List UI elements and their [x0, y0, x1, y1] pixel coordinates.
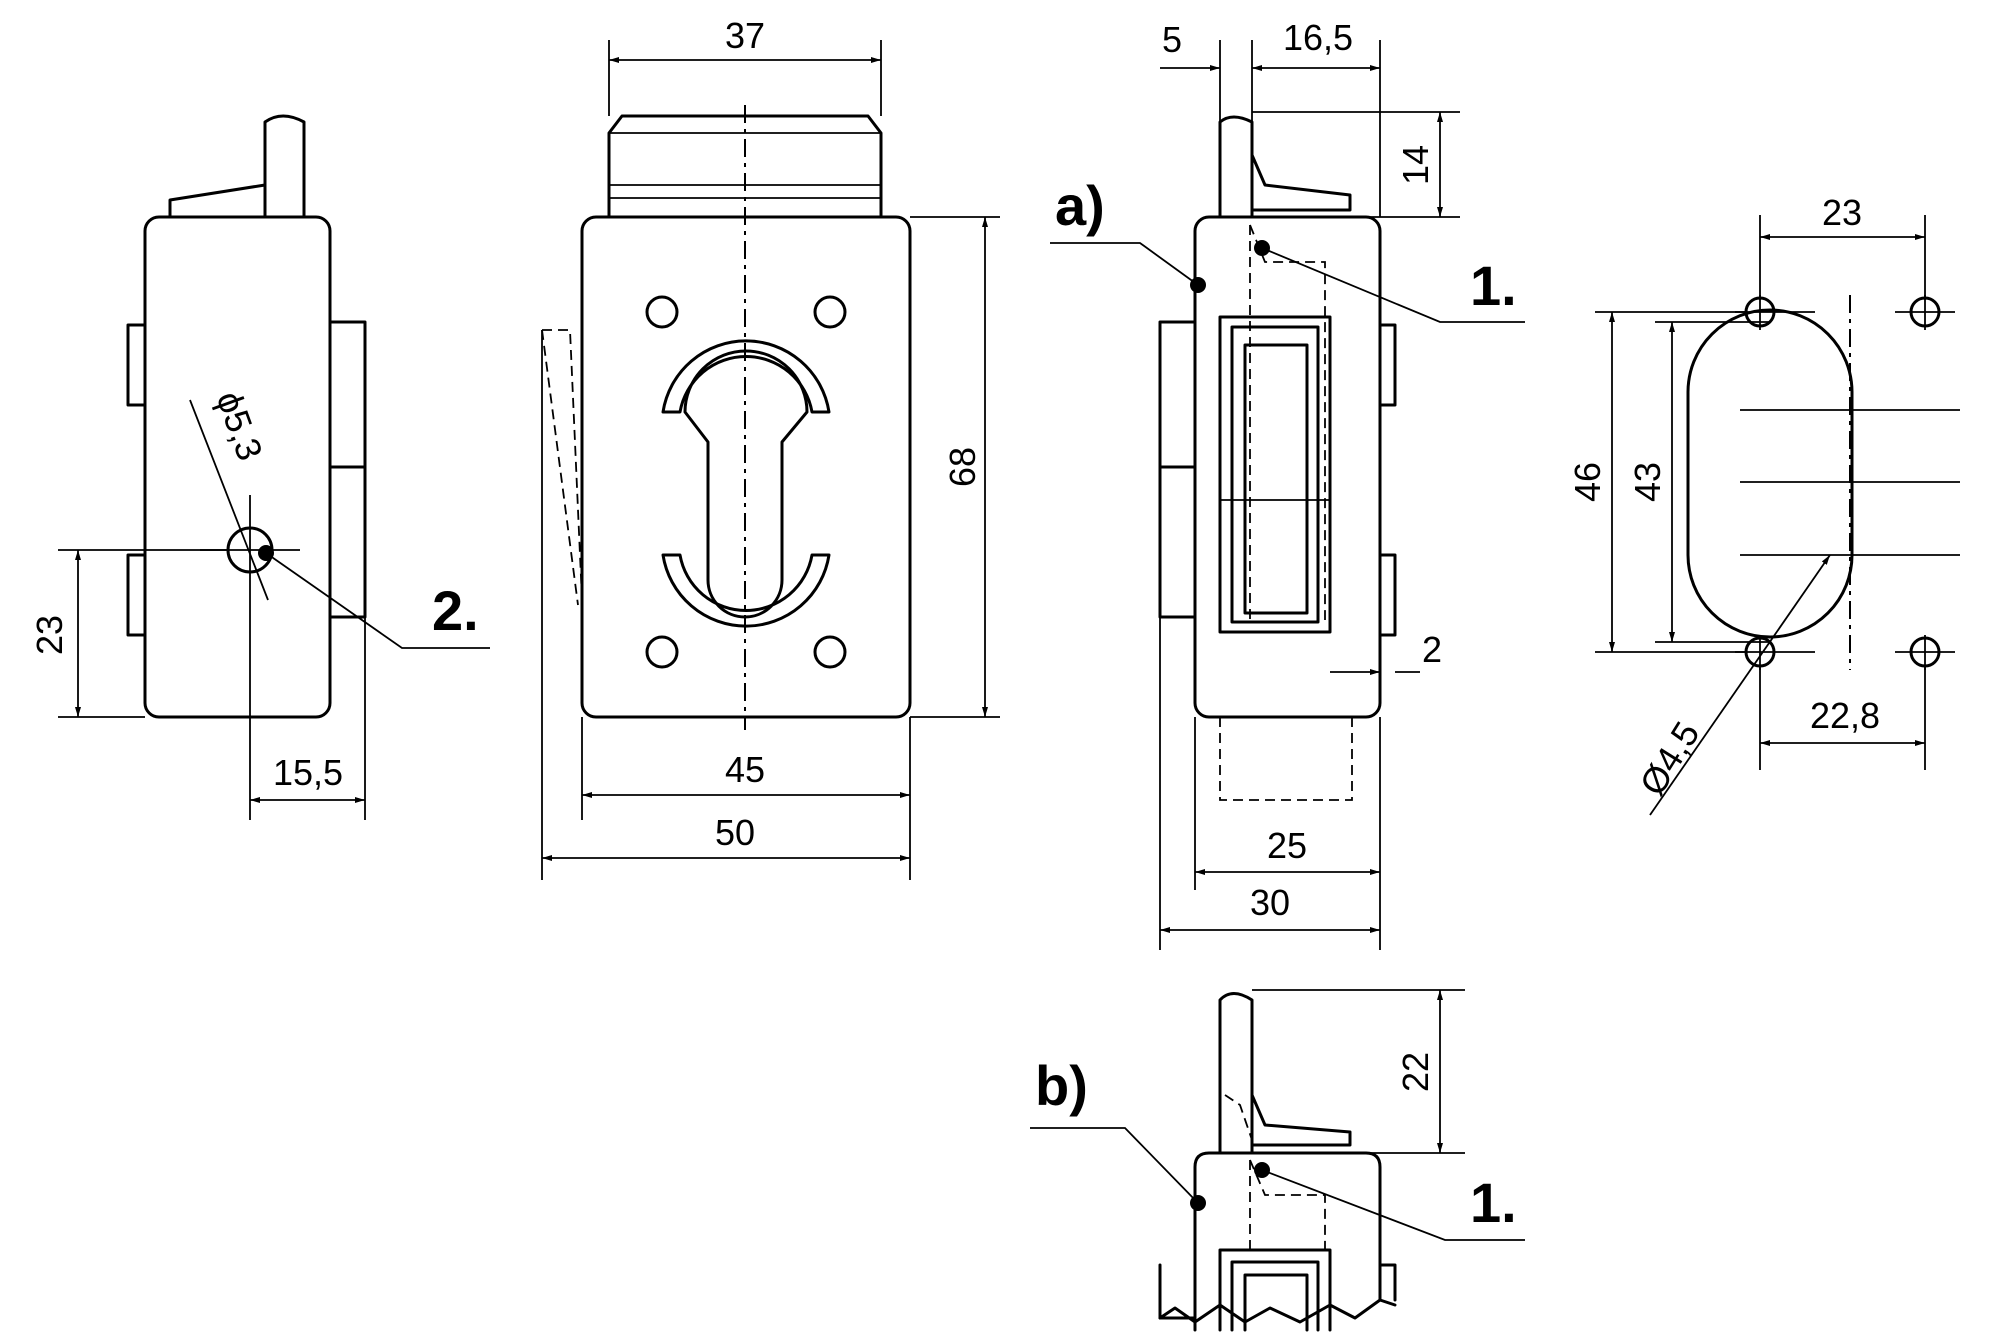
dim-50: 50	[715, 812, 755, 853]
dim-68: 68	[942, 447, 983, 487]
label-a: a)	[1055, 174, 1105, 237]
front-view: 37 68 45 50	[541, 15, 1000, 880]
dim-2: 2	[1422, 629, 1442, 670]
dim-22: 22	[1395, 1052, 1436, 1092]
dim-43: 43	[1627, 462, 1668, 502]
label-1-a: 1.	[1470, 254, 1517, 317]
dim-22-8: 22,8	[1810, 695, 1880, 736]
hole-pattern-view: 23 46 43 22,8 Ø4,5	[1567, 192, 1960, 816]
label-b: b)	[1035, 1054, 1088, 1117]
dim-37: 37	[725, 15, 765, 56]
dim-5: 5	[1162, 19, 1182, 60]
dim-23-left: 23	[29, 615, 70, 655]
dim-25: 25	[1267, 825, 1307, 866]
section-view-b: 22 b) 1.	[1030, 989, 1525, 1332]
left-side-view: 23 15,5 ϕ5,3 2.	[29, 114, 490, 820]
label-2: 2.	[432, 579, 479, 642]
dim-23-top: 23	[1822, 192, 1862, 233]
label-1-b: 1.	[1470, 1171, 1517, 1234]
dim-45: 45	[725, 749, 765, 790]
dim-14: 14	[1395, 145, 1436, 185]
section-view-a: 5 16,5 14 2 25 30 a) 1.	[1050, 17, 1525, 950]
dim-15-5: 15,5	[273, 752, 343, 793]
dim-46: 46	[1567, 462, 1608, 502]
dim-16-5: 16,5	[1283, 17, 1353, 58]
dim-phi-5-3: ϕ5,3	[208, 386, 271, 466]
dim-phi-4-5: Ø4,5	[1631, 714, 1707, 802]
dim-30: 30	[1250, 882, 1290, 923]
